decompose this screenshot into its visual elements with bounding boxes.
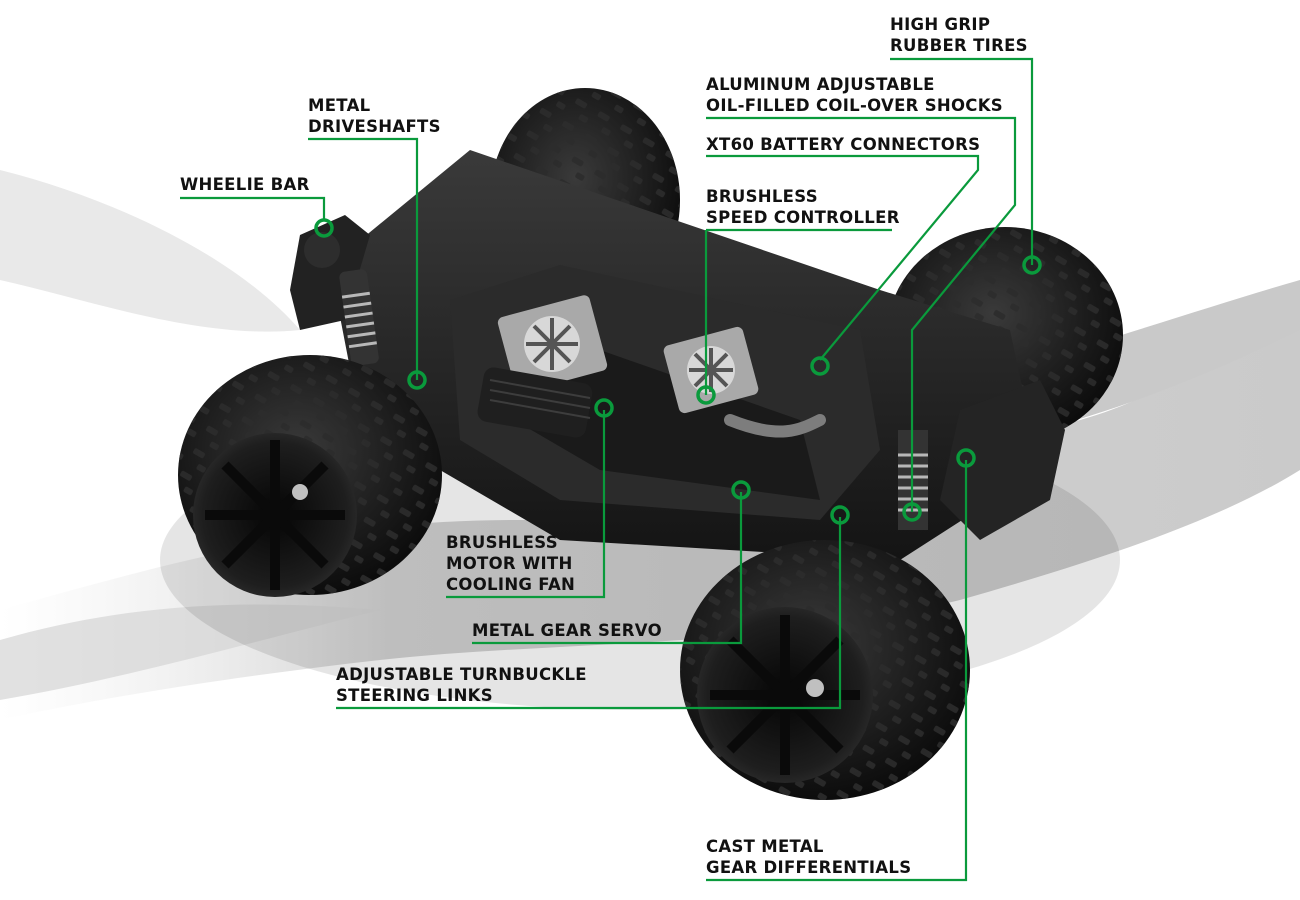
callout-aluminum-adjustable-shocks: ALUMINUM ADJUSTABLE OIL-FILLED COIL-OVER… xyxy=(706,74,1003,116)
front-left-wheel xyxy=(680,540,970,800)
callout-line: METAL GEAR SERVO xyxy=(472,621,662,640)
callout-metal-gear-servo: METAL GEAR SERVO xyxy=(472,620,662,641)
callout-brushless-speed-controller: BRUSHLESS SPEED CONTROLLER xyxy=(706,186,900,228)
callout-target-ring xyxy=(902,502,922,522)
callout-target-ring xyxy=(696,385,716,405)
callout-cast-metal-gear-differentials: CAST METAL GEAR DIFFERENTIALS xyxy=(706,836,911,878)
callout-line: DRIVESHAFTS xyxy=(308,117,441,136)
callout-line: HIGH GRIP xyxy=(890,15,991,34)
callout-target-ring xyxy=(956,448,976,468)
callout-line: STEERING LINKS xyxy=(336,686,493,705)
callout-brushless-motor-with-cooling-fan: BRUSHLESS MOTOR WITH COOLING FAN xyxy=(446,532,575,595)
callout-adjustable-turnbuckle-steering-links: ADJUSTABLE TURNBUCKLE STEERING LINKS xyxy=(336,664,587,706)
background-brush-strokes xyxy=(0,170,1300,720)
leader-line-aluminum-adjustable-shocks xyxy=(706,116,1017,512)
callout-line: MOTOR WITH xyxy=(446,554,573,573)
callout-line: ADJUSTABLE TURNBUCKLE xyxy=(336,665,587,684)
callout-line: WHEELIE BAR xyxy=(180,175,310,194)
callout-target-ring xyxy=(810,356,830,376)
callout-line: BRUSHLESS xyxy=(706,187,818,206)
callout-line: OIL-FILLED COIL-OVER SHOCKS xyxy=(706,96,1003,115)
callout-target-ring xyxy=(1022,255,1042,275)
callout-high-grip-rubber-tires: HIGH GRIP RUBBER TIRES xyxy=(890,14,1028,56)
callout-line: XT60 BATTERY CONNECTORS xyxy=(706,135,981,154)
leader-line-brushless-motor-with-cooling-fan xyxy=(446,410,606,599)
rear-right-wheel xyxy=(178,355,442,597)
leader-line-xt60-battery-connectors xyxy=(706,154,980,361)
callout-line: BRUSHLESS xyxy=(446,533,558,552)
leader-line-adjustable-turnbuckle-steering-links xyxy=(336,517,842,710)
callout-target-ring xyxy=(830,505,850,525)
chassis xyxy=(290,150,1065,560)
leader-line-cast-metal-gear-differentials xyxy=(706,460,968,882)
callout-line: COOLING FAN xyxy=(446,575,576,594)
callout-xt60-battery-connectors: XT60 BATTERY CONNECTORS xyxy=(706,134,980,155)
callout-line: GEAR DIFFERENTIALS xyxy=(706,858,912,877)
callout-line: ALUMINUM ADJUSTABLE xyxy=(706,75,935,94)
leader-line-wheelie-bar xyxy=(180,196,326,220)
callout-line: RUBBER TIRES xyxy=(890,36,1028,55)
callout-target-ring xyxy=(314,218,334,238)
callout-line: CAST METAL xyxy=(706,837,824,856)
callout-target-ring xyxy=(731,480,751,500)
callout-target-ring xyxy=(594,398,614,418)
leader-line-metal-gear-servo xyxy=(472,492,743,645)
callout-leader-lines xyxy=(180,57,1042,882)
callout-target-ring xyxy=(407,370,427,390)
callout-wheelie-bar: WHEELIE BAR xyxy=(180,174,310,195)
callout-line: SPEED CONTROLLER xyxy=(706,208,900,227)
leader-line-metal-driveshafts xyxy=(308,137,419,380)
callout-line: METAL xyxy=(308,96,371,115)
callout-metal-driveshafts: METAL DRIVESHAFTS xyxy=(308,95,441,137)
leader-line-high-grip-rubber-tires xyxy=(890,57,1034,265)
